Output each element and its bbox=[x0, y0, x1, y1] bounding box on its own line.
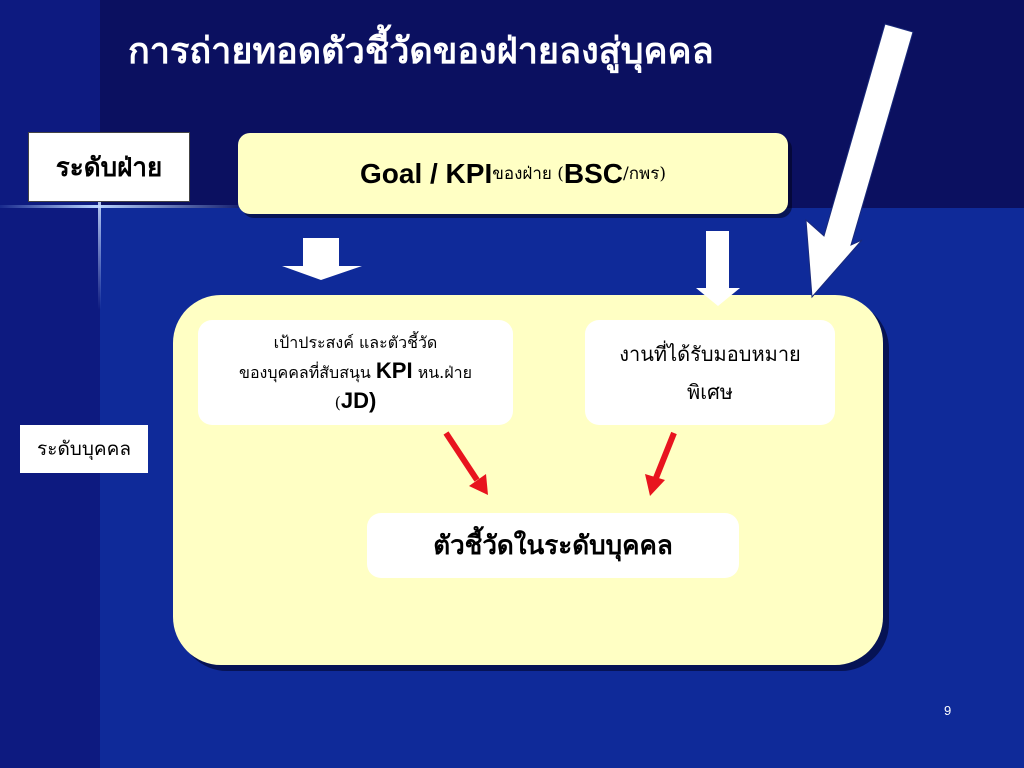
page-number: 9 bbox=[944, 703, 952, 718]
individual-goal-line-1: เป้าประสงค์ และตัวชี้วัด bbox=[273, 332, 438, 352]
individual-goal-jd: JD) bbox=[340, 387, 377, 413]
individual-goal-paren: ( bbox=[334, 392, 341, 412]
red-arrow-right-icon bbox=[645, 431, 677, 496]
goal-bsc-text: BSC bbox=[563, 157, 623, 189]
goal-kpi-box: Goal / KPI ของฝ่าย (BSC/กพร) bbox=[238, 133, 788, 214]
goal-suffix-text: /กพร) bbox=[623, 164, 666, 184]
decorative-horizontal-line bbox=[0, 205, 240, 208]
individual-goal-line-2: ของบุคคลที่สับสนุน KPI หน.ฝ่าย bbox=[239, 357, 472, 387]
special-assignment-box: งานที่ได้รับมอบหมาย พิเศษ bbox=[585, 320, 835, 425]
individual-level-label: ระดับบุคคล bbox=[20, 425, 148, 473]
down-arrow-left-icon bbox=[282, 238, 362, 280]
special-assignment-line-1: งานที่ได้รับมอบหมาย bbox=[619, 341, 801, 366]
decorative-vertical-line bbox=[98, 190, 101, 310]
slide-title: การถ่ายทอดตัวชี้วัดของฝ่ายลงสู่บุคคล bbox=[128, 30, 714, 72]
down-arrow-right-icon bbox=[696, 231, 740, 306]
red-arrow-left-icon bbox=[443, 431, 488, 495]
goal-dept-text: ของฝ่าย ( bbox=[492, 164, 564, 184]
individual-goal-line-2a: ของบุคคลที่สับสนุน bbox=[239, 362, 376, 382]
individual-goal-line-3: (JD) bbox=[335, 387, 377, 417]
individual-goal-kpi: KPI bbox=[375, 357, 413, 383]
diagonal-arrow-icon bbox=[805, 23, 914, 299]
individual-goal-line-2c: หน.ฝ่าย bbox=[412, 362, 472, 382]
goal-kpi-text: Goal / KPI bbox=[359, 157, 493, 189]
individual-goal-box: เป้าประสงค์ และตัวชี้วัด ของบุคคลที่สับส… bbox=[198, 320, 513, 425]
department-level-label: ระดับฝ่าย bbox=[28, 132, 190, 202]
special-assignment-line-2: พิเศษ bbox=[687, 379, 733, 404]
individual-kpi-box: ตัวชี้วัดในระดับบุคคล bbox=[367, 513, 739, 578]
background-left-band bbox=[0, 0, 100, 768]
individual-kpi-text: ตัวชี้วัดในระดับบุคคล bbox=[433, 531, 673, 561]
